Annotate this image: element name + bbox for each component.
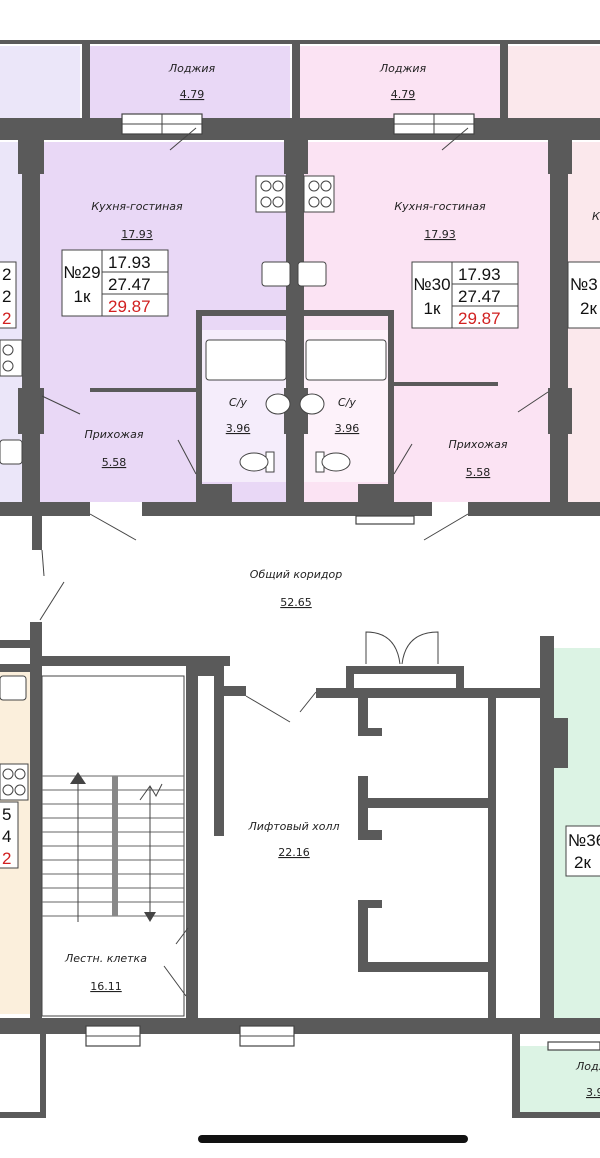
cutoff-right-upper: №3 2к К <box>567 210 600 329</box>
kitchen-30-name: Кухня-гостиная <box>394 200 486 213</box>
sink-icon <box>0 675 27 701</box>
kitchen-29-area: 17.93 <box>121 228 153 241</box>
cutoff-right-lower-loggia: Лодж <box>575 1060 600 1073</box>
elevator-hall-area: 22.16 <box>278 846 310 859</box>
cutoff-left-upper-2: 2 <box>2 287 11 306</box>
loggia-29-fill <box>90 46 290 118</box>
loggia-30-fill <box>300 46 500 118</box>
cutoff-right-upper-rooms: 2к <box>580 299 597 318</box>
toilet-icon <box>239 451 275 473</box>
cutoff-left-lower-1: 5 <box>2 805 11 824</box>
apartment-30-info: №30 1к 17.93 27.47 29.87 <box>411 261 519 329</box>
hall-30-area: 5.58 <box>466 466 491 479</box>
cutoff-right-lower-number: №36 <box>568 831 600 850</box>
stairs-area: 16.11 <box>90 980 122 993</box>
fixtures <box>0 175 387 801</box>
loggia-30-area: 4.79 <box>391 88 416 101</box>
stove-icon <box>303 175 335 213</box>
room-labels: Лоджия 4.79 Лоджия 4.79 Кухня-гостиная 1… <box>64 62 508 993</box>
staircase <box>41 675 185 1017</box>
loggia-bottom-right-fill <box>520 1046 600 1116</box>
apt-30-total: 27.47 <box>458 287 501 306</box>
loggia-right-fill <box>508 46 600 118</box>
bath-29-name: С/у <box>229 396 247 409</box>
doors <box>39 127 549 997</box>
bath-29-area: 3.96 <box>226 422 251 435</box>
loggia-left-fill <box>0 46 80 118</box>
apartment-29-info: №29 1к 17.93 27.47 29.87 <box>61 249 169 317</box>
hall-29-name: Прихожая <box>85 428 144 441</box>
kitchen-29-name: Кухня-гостиная <box>91 200 183 213</box>
sink-icon <box>0 439 23 465</box>
hall-30-name: Прихожая <box>449 438 508 451</box>
toilet-icon <box>315 451 351 473</box>
stove-icon <box>0 763 29 801</box>
apt-30-living: 17.93 <box>458 265 501 284</box>
apt-29-total: 27.47 <box>108 275 151 294</box>
home-indicator[interactable] <box>198 1135 468 1143</box>
bath-30-name: С/у <box>338 396 356 409</box>
cutoff-left-lower: 5 4 2 <box>0 801 19 869</box>
stairs-name: Лестн. клетка <box>64 952 147 965</box>
cutoff-left-upper-3: 2 <box>2 309 11 328</box>
bathtub-icon <box>305 339 387 381</box>
washbasin-icon <box>265 393 291 415</box>
stove-icon <box>0 339 23 377</box>
bath-30-area: 3.96 <box>335 422 360 435</box>
washbasin-icon <box>299 393 325 415</box>
corridor-name: Общий коридор <box>250 568 342 581</box>
cutoff-right-lower-area: 3.9 <box>586 1086 600 1099</box>
stove-icon <box>255 175 287 213</box>
elevator-hall-name: Лифтовый холл <box>247 820 339 833</box>
windows <box>85 113 600 1051</box>
apt-29-full: 29.87 <box>108 297 151 316</box>
apt-29-number: №29 <box>63 263 100 282</box>
apt-30-number: №30 <box>413 275 450 294</box>
sink-icon <box>261 261 291 287</box>
apt-30-full: 29.87 <box>458 309 501 328</box>
sink-icon <box>297 261 327 287</box>
cutoff-right-upper-label: К <box>592 210 600 223</box>
loggia-29-area: 4.79 <box>180 88 205 101</box>
loggia-30-name: Лоджия <box>379 62 427 75</box>
cutoff-right-upper-number: №3 <box>570 275 598 294</box>
cutoff-left-lower-3: 2 <box>2 849 11 868</box>
cutoff-left-lower-2: 4 <box>2 827 11 846</box>
kitchen-30-area: 17.93 <box>424 228 456 241</box>
bathtub-icon <box>205 339 287 381</box>
apt-29-rooms: 1к <box>74 287 91 306</box>
apt-29-living: 17.93 <box>108 253 151 272</box>
cutoff-right-lower-rooms: 2к <box>574 853 591 872</box>
corridor-area: 52.65 <box>280 596 312 609</box>
loggia-29-name: Лоджия <box>168 62 216 75</box>
cutoff-left-upper: 2 2 2 <box>0 261 17 329</box>
apt-30-rooms: 1к <box>424 299 441 318</box>
walls <box>0 40 600 1118</box>
hall-29-area: 5.58 <box>102 456 127 469</box>
cutoff-left-upper-1: 2 <box>2 265 11 284</box>
cutoff-right-lower: №36 2к Лодж 3.9 <box>565 825 600 1099</box>
